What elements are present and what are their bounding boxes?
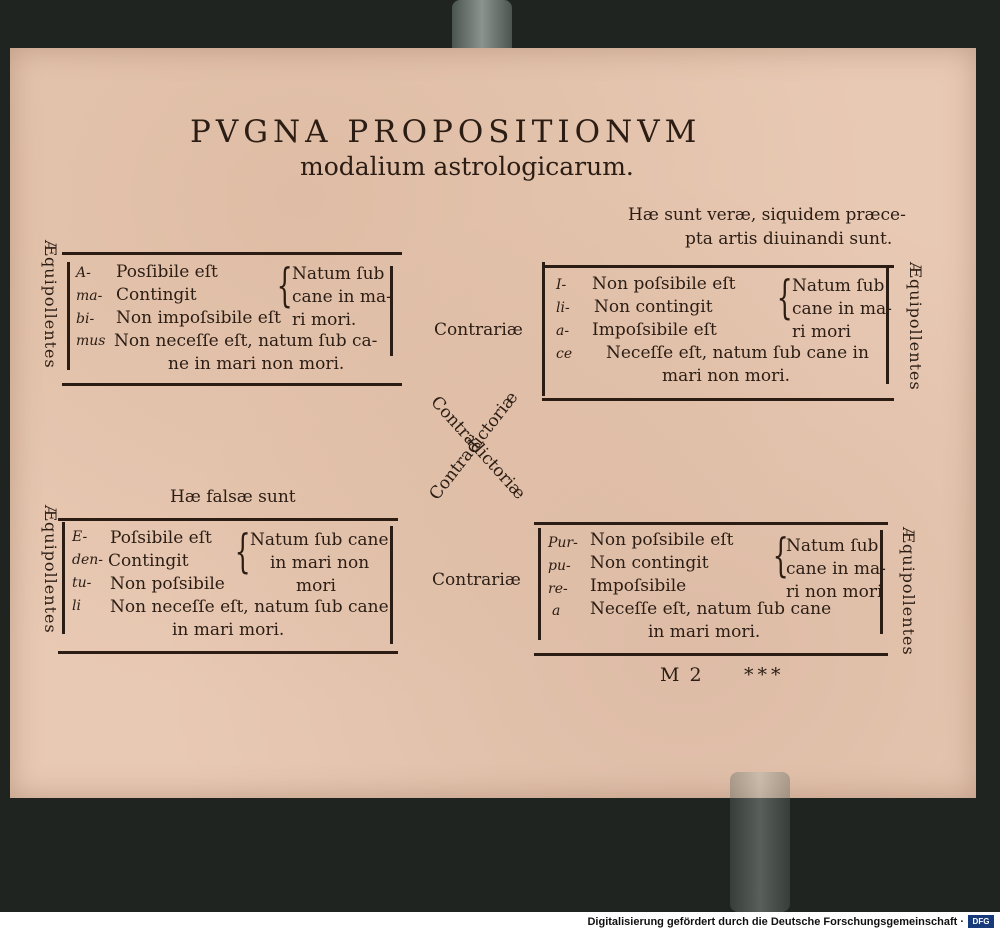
syllable-pur: Pur- (548, 535, 578, 551)
br-line-4: Neceſſe eſt, natum ſub cane (590, 599, 832, 619)
bl-bracket-2: in mari non (270, 553, 370, 573)
syllable-bi: bi- (76, 311, 95, 327)
box-edentuli-left-rule (62, 522, 65, 634)
tl-line-5: ne in mari non mori. (168, 354, 345, 374)
tr-line-3: Impoſsibile eſt (592, 320, 717, 340)
tr-line-1: Non poſsibile eſt (592, 274, 736, 294)
tl-line-1: Posſibile eſt (116, 262, 218, 282)
tl-bracket-3: ri mori. (292, 310, 357, 330)
tr-bracket-3: ri mori (792, 322, 851, 342)
box-iliace-right-rule (886, 268, 889, 384)
footer-credit: Digitalisierung gefördert durch die Deut… (587, 916, 964, 928)
aequipollentes-label-right-top: Æquipollentes (906, 262, 925, 391)
bl-line-1: Poſsibile eſt (110, 528, 212, 548)
box-edentuli (58, 518, 398, 654)
bl-bracket-1: Natum ſub cane (250, 530, 389, 550)
syllable-tu: tu- (72, 575, 92, 591)
box-purpurea-left-rule (538, 528, 541, 640)
br-bracket-1: Natum ſub (786, 536, 879, 556)
br-line-3: Impoſsibile (590, 576, 687, 596)
tr-line-5: mari non mori. (662, 366, 791, 386)
aequipollentes-label-left-top: Æquipollentes (41, 240, 60, 369)
tr-line-2: Non contingit (594, 297, 713, 317)
tl-bracket-1: Natum ſub (292, 264, 385, 284)
box-iliace (542, 265, 894, 401)
syllable-ce: ce (556, 346, 573, 362)
syllable-den: den- (72, 552, 103, 568)
syllable-e: E- (72, 529, 88, 545)
page-clip-bottom (730, 772, 790, 912)
box-iliace-left-rule (542, 262, 545, 396)
contrariae-bottom: Contrariæ (432, 570, 521, 590)
true-note-line1: Hæ sunt veræ, siquidem præce- (628, 205, 906, 225)
bl-line-5: in mari mori. (172, 620, 285, 640)
syllable-i: I- (556, 277, 567, 293)
syllable-a: A- (76, 265, 91, 281)
aequipollentes-label-right-bottom: Æquipollentes (899, 527, 918, 656)
syllable-re: re- (548, 581, 568, 597)
syllable-li-2: li (72, 598, 81, 614)
bl-line-2: Contingit (108, 551, 189, 571)
tr-bracket-1: Natum ſub (792, 276, 885, 296)
box-amabimus (62, 252, 402, 386)
br-line-5: in mari mori. (648, 622, 761, 642)
box-purpurea (534, 522, 888, 656)
box-amabimus-right-rule (390, 266, 393, 356)
dfg-logo: DFG (968, 915, 994, 928)
tr-bracket-2: cane in ma- (792, 299, 892, 319)
signature-stars: *** (744, 664, 785, 686)
tl-line-4: Non neceſſe eſt, natum ſub ca- (114, 331, 378, 351)
tl-bracket: { (276, 258, 293, 312)
contrariae-top: Contrariæ (434, 320, 523, 340)
br-bracket-2: cane in ma- (786, 559, 886, 579)
br-bracket: { (772, 528, 789, 582)
box-edentuli-right-rule (390, 526, 393, 644)
br-line-2: Non contingit (590, 553, 709, 573)
bl-bracket: { (234, 524, 251, 578)
syllable-li: li- (556, 300, 570, 316)
false-note: Hæ falsæ sunt (170, 487, 296, 507)
tl-line-2: Contingit (116, 285, 197, 305)
bl-line-3: Non poſsibile (110, 574, 225, 594)
tr-bracket: { (776, 270, 793, 324)
syllable-a-3: a (552, 603, 561, 619)
syllable-ma: ma- (76, 288, 103, 304)
bl-line-4: Non neceſſe eſt, natum ſub cane (110, 597, 389, 617)
tr-line-4: Neceſſe eſt, natum ſub cane in (606, 343, 869, 363)
signature-mark: M 2 (660, 664, 704, 686)
box-purpurea-right-rule (880, 530, 883, 634)
syllable-a-2: a- (556, 323, 570, 339)
syllable-mus: mus (76, 333, 106, 349)
footer-bar: Digitalisierung gefördert durch die Deut… (0, 912, 1000, 932)
bl-bracket-3: mori (296, 576, 336, 596)
page-title: PVGNA PROPOSITIONVM (190, 114, 702, 150)
true-note-line2: pta artis diuinandi sunt. (685, 229, 893, 249)
tl-bracket-2: cane in ma- (292, 287, 392, 307)
scan-background: PVGNA PROPOSITIONVM modalium astrologica… (10, 0, 976, 912)
syllable-pu: pu- (548, 558, 571, 574)
tl-line-3: Non impoſsibile eſt (116, 308, 281, 328)
page-subtitle: modalium astrologicarum. (300, 152, 634, 181)
box-amabimus-left-rule (67, 262, 70, 370)
br-line-1: Non poſsibile eſt (590, 530, 734, 550)
br-bracket-3: ri non mori (786, 582, 883, 602)
book-page (10, 48, 976, 798)
